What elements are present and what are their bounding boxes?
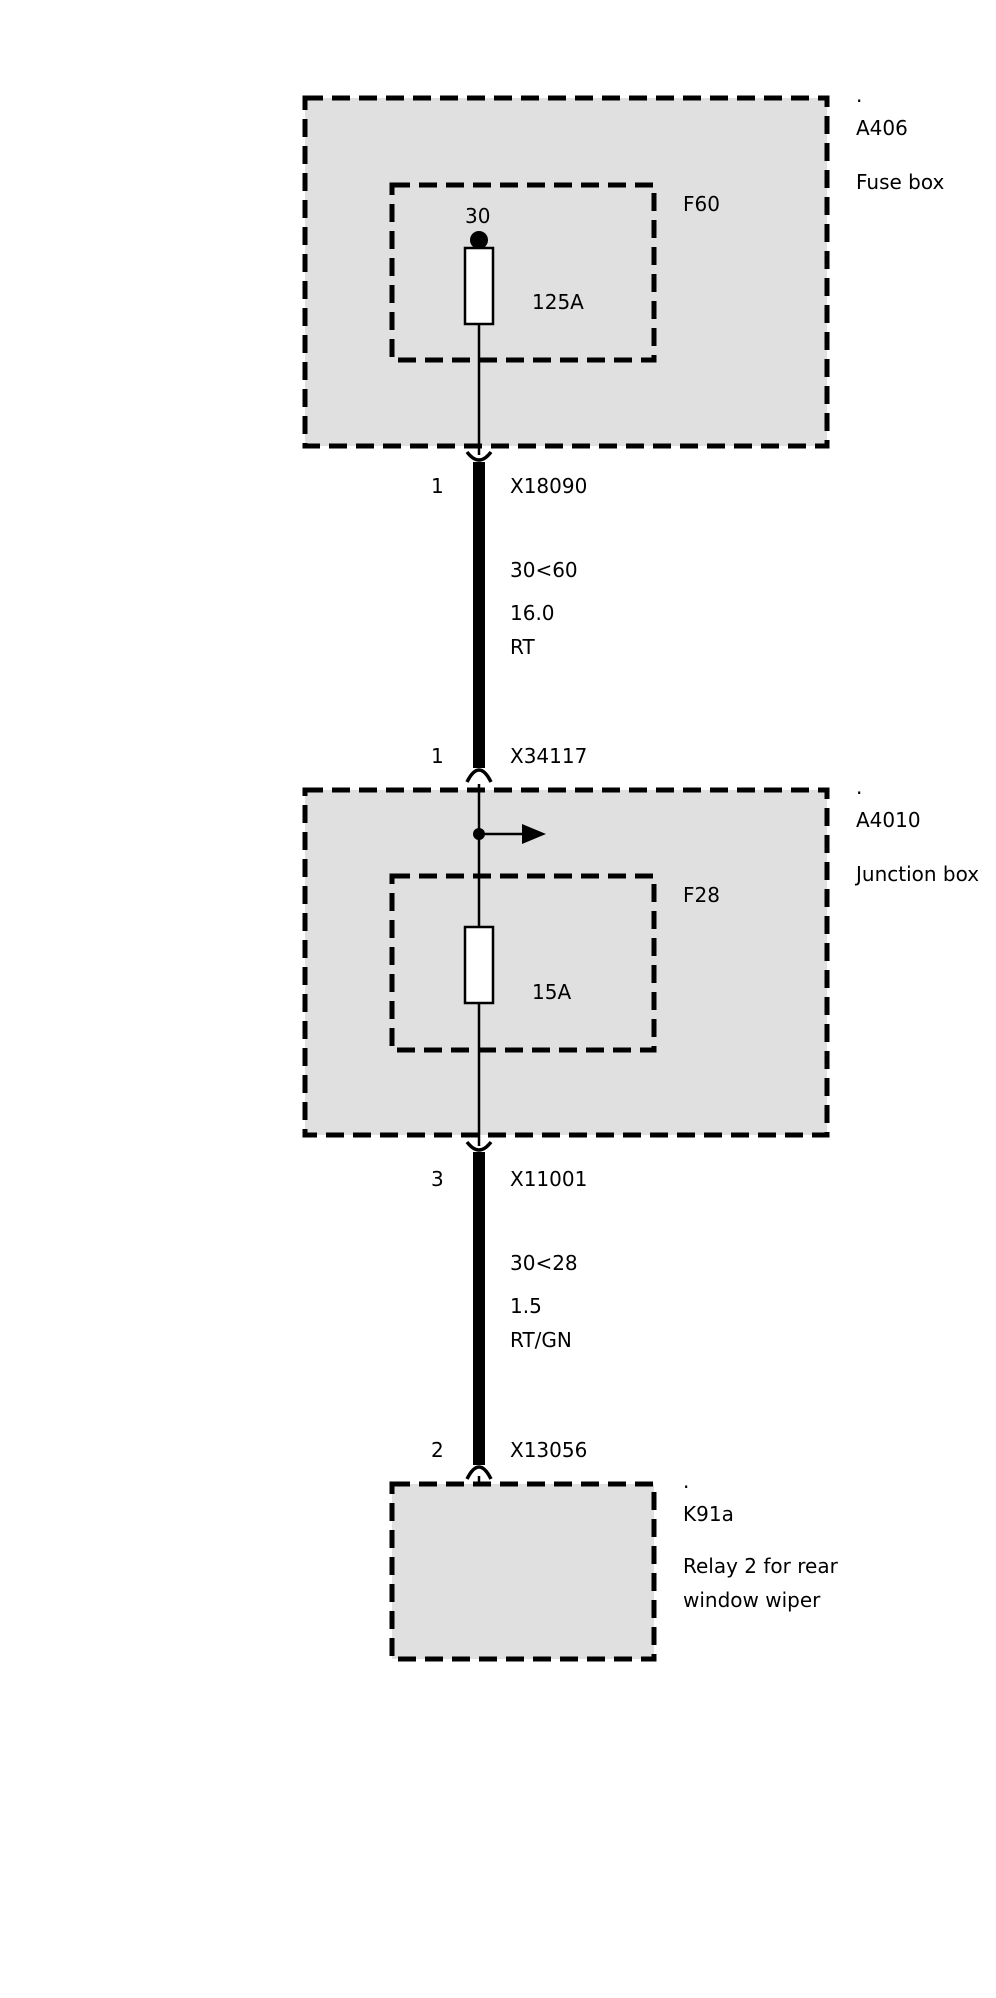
connector-x11001-id: X11001 (510, 1167, 587, 1191)
fuse-f60-rating: 125A (532, 290, 584, 314)
connector-x18090-id: X18090 (510, 474, 587, 498)
branch-arrow-icon (522, 824, 546, 844)
wire1-circuit: 30<60 (510, 558, 578, 582)
junction-box-label: Junction box (854, 862, 979, 886)
relay-label-line2: window wiper (683, 1588, 821, 1612)
connector-x34117-pin: 1 (431, 744, 444, 768)
relay-id: K91a (683, 1502, 734, 1526)
connector-x34117-symbol (465, 768, 493, 783)
wire2-circuit: 30<28 (510, 1251, 578, 1275)
connector-x13056-pin: 2 (431, 1438, 444, 1462)
connector-x11001-symbol (465, 1140, 493, 1152)
fuse-f60-symbol (463, 246, 495, 326)
fuse-box-id: A406 (856, 116, 908, 140)
relay-label-line1: Relay 2 for rear (683, 1554, 839, 1578)
fuse-f28-symbol (463, 925, 495, 1005)
fuse-f60-id: F60 (683, 192, 720, 216)
fuse-box-a406[interactable] (302, 95, 830, 449)
fuse-box-dot: . (856, 83, 862, 107)
connector-x18090-pin: 1 (431, 474, 444, 498)
fuse-f28-outline (389, 873, 657, 1053)
fuse-f60-pin: 30 (465, 204, 490, 228)
connector-x18090-symbol (465, 450, 493, 462)
wire2-gauge: 1.5 (510, 1294, 542, 1318)
junction-box-dot: . (856, 775, 862, 799)
connector-x11001-pin: 3 (431, 1167, 444, 1191)
wire2-color: RT/GN (510, 1328, 572, 1352)
connector-x34117-id: X34117 (510, 744, 587, 768)
relay-dot: . (683, 1469, 689, 1493)
relay-k91a[interactable] (389, 1481, 657, 1662)
fuse-f28-rating: 15A (532, 980, 571, 1004)
wire1-color: RT (510, 635, 535, 659)
fuse-f28-id: F28 (683, 883, 720, 907)
fuse-box-label: Fuse box (856, 170, 944, 194)
wire1-gauge: 16.0 (510, 601, 555, 625)
fuse-f60-outline (389, 182, 657, 363)
connector-x13056-id: X13056 (510, 1438, 587, 1462)
junction-box-id: A4010 (856, 808, 921, 832)
connector-x13056-symbol (465, 1465, 493, 1480)
junction-box-a4010[interactable] (302, 787, 830, 1138)
